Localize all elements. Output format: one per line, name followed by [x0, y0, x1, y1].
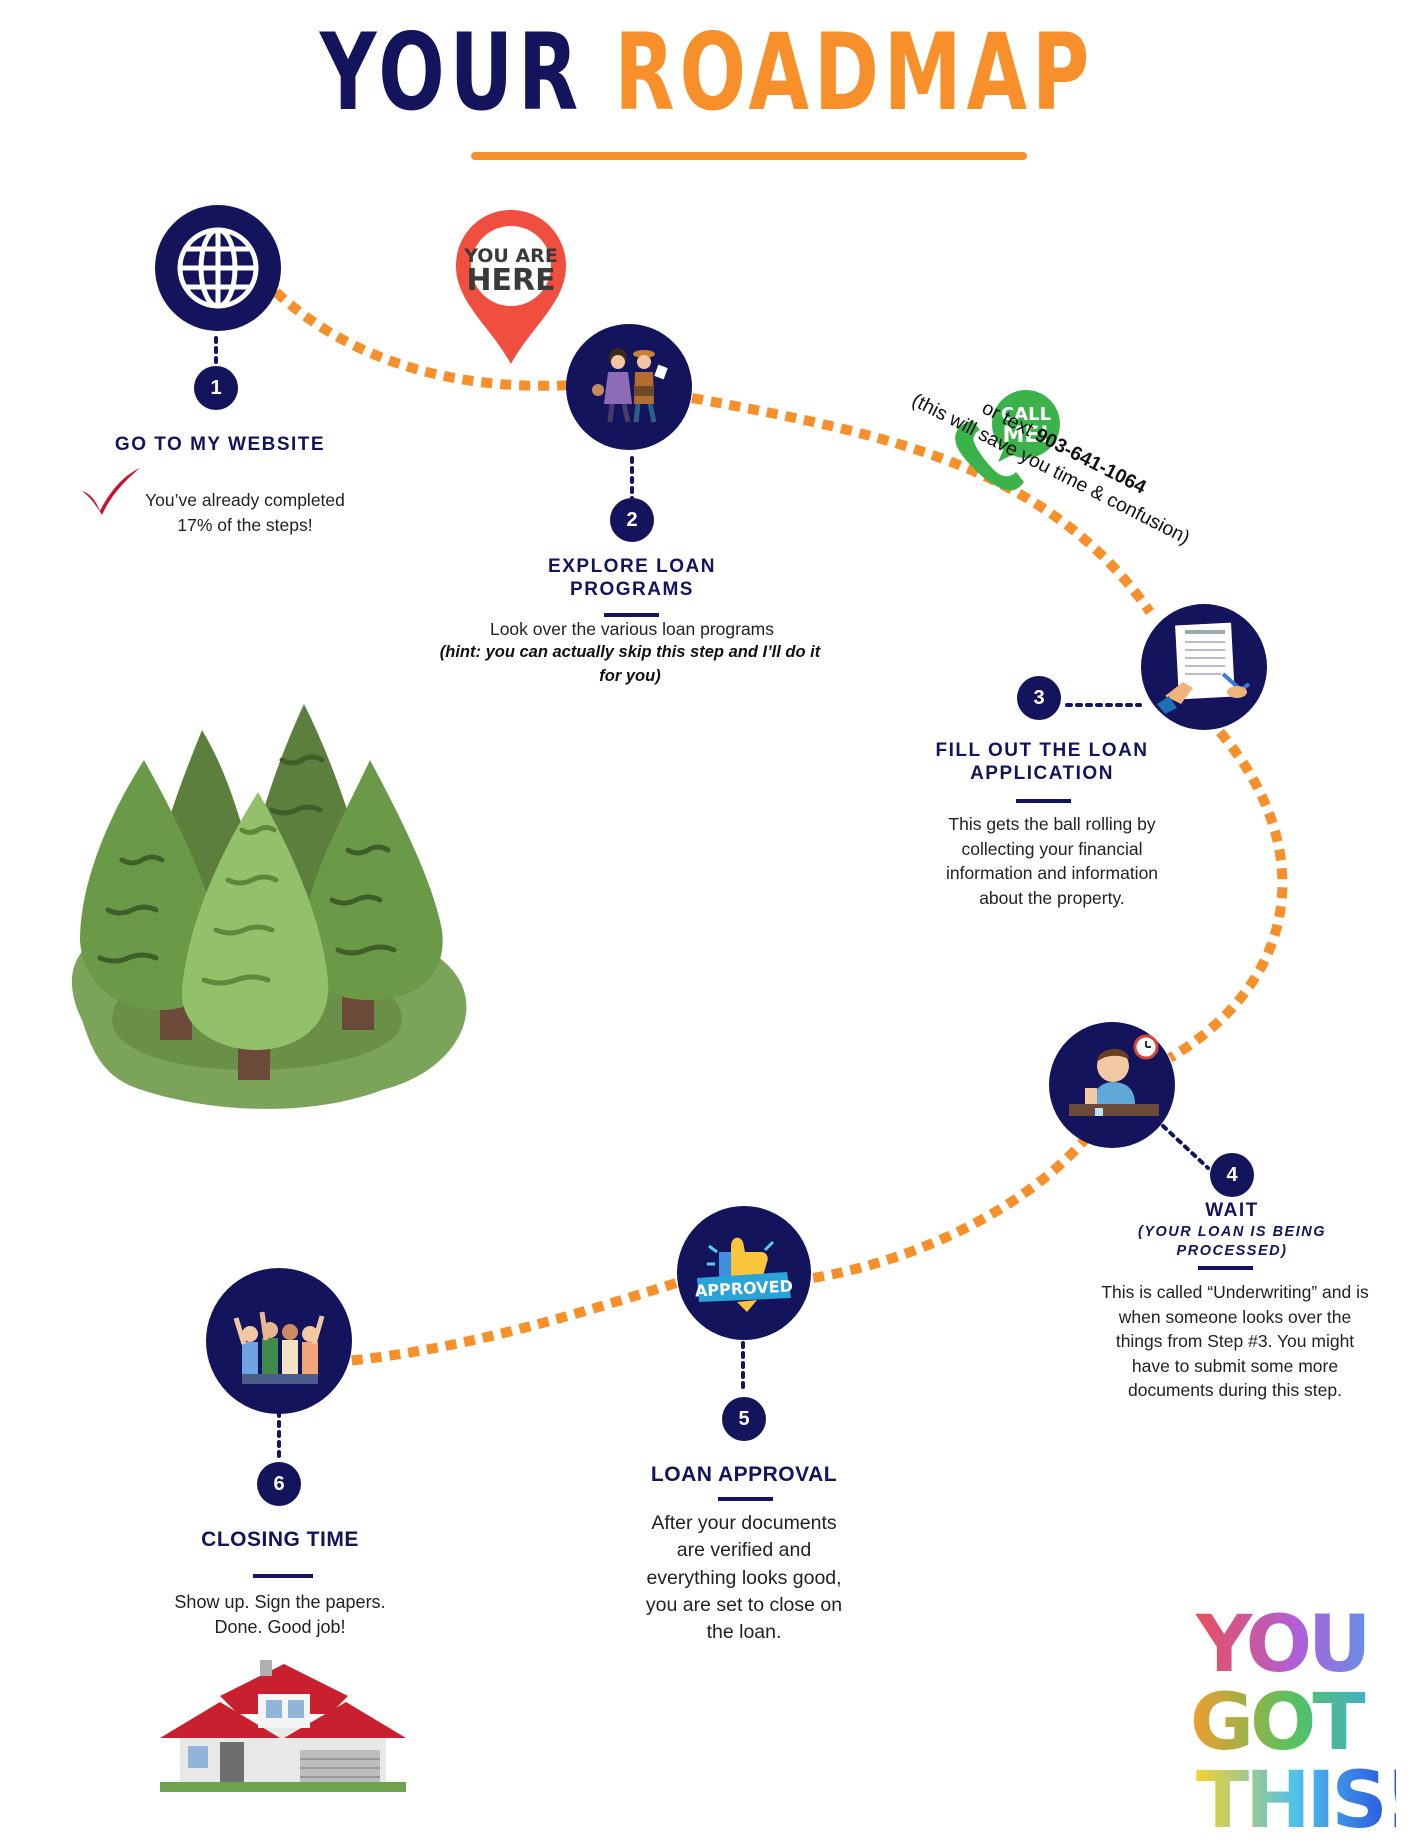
step-4-body: This is called “Underwriting” and is whe… [1101, 1282, 1369, 1400]
slogan-line-1: YOU [1196, 1606, 1396, 1684]
step-5-heading: LOAN APPROVAL [650, 1463, 838, 1486]
step-6-rule [253, 1574, 313, 1578]
step-3-number: 3 [1017, 676, 1061, 720]
you-are-here-line-2: HERE [466, 263, 555, 298]
approved-thumbs-up-icon: APPROVED [695, 1237, 793, 1312]
celebrating-people-icon [233, 1311, 325, 1384]
waiting-person-icon [1069, 1048, 1159, 1116]
call-me-line-1: CALL [1001, 404, 1051, 425]
globe-icon [177, 227, 259, 309]
step-6-number: 6 [257, 1462, 301, 1506]
step-2-hint: (hint: you can actually skip this step a… [439, 643, 821, 685]
step-2-number: 2 [610, 498, 654, 542]
slogan-line-3: THIS! [1196, 1756, 1414, 1846]
call-me-phone-icon: CALL ME! [955, 390, 1060, 491]
step-4-heading: WAIT [1205, 1200, 1259, 1221]
title-word-2: ROADMAP [614, 11, 1095, 134]
call-me-line-2: ME! [1003, 423, 1050, 448]
red-roof-house-illustration [160, 1660, 406, 1792]
you-got-this-slogan: YOU GOT THIS! [1190, 1606, 1414, 1846]
step-3-body: This gets the ball rolling by collecting… [945, 814, 1159, 908]
step-4-number: 4 [1210, 1153, 1254, 1197]
title-word-1: YOUR [319, 11, 584, 134]
you-are-here-line-1: YOU ARE [463, 245, 558, 267]
step-2-rule [604, 613, 659, 617]
checkmark-icon [82, 468, 140, 515]
pine-forest-illustration [71, 704, 467, 1109]
step-6-heading: CLOSING TIME [201, 1528, 359, 1551]
step-3-rule [1016, 799, 1071, 803]
application-form-icon [1157, 622, 1251, 714]
step-1-circle [155, 205, 281, 331]
step-2-circle [566, 324, 692, 450]
step-1-body: You’ve already completed 17% of the step… [145, 490, 345, 535]
step-4-subheading: (YOUR LOAN IS BEING PROCESSED) [1137, 1224, 1326, 1259]
step-2-body: Look over the various loan programs [489, 619, 775, 639]
step-2-heading: EXPLORE LOAN PROGRAMS [548, 556, 716, 600]
step-5-circle: APPROVED [677, 1206, 811, 1340]
step-5-number: 5 [722, 1397, 766, 1441]
step-5-rule [718, 1497, 773, 1501]
step-4-rule [1198, 1266, 1253, 1270]
step-3-circle [1141, 604, 1267, 730]
title-underline [471, 152, 1027, 160]
you-are-here-pin-icon: YOU ARE HERE [456, 210, 566, 364]
explorers-icon [592, 348, 668, 423]
step-1-number: 1 [194, 366, 238, 410]
step-3-heading: FILL OUT THE LOAN APPLICATION [935, 740, 1149, 784]
slogan-line-2: GOT [1190, 1684, 1396, 1762]
step-5-body: After your documents are verified and ev… [645, 1512, 843, 1644]
step-6-body: Show up. Sign the papers. Done. Good job… [174, 1592, 386, 1638]
step-1-heading: GO TO MY WEBSITE [114, 434, 326, 455]
step-6-circle [206, 1268, 352, 1414]
clock-icon [1133, 1034, 1159, 1060]
